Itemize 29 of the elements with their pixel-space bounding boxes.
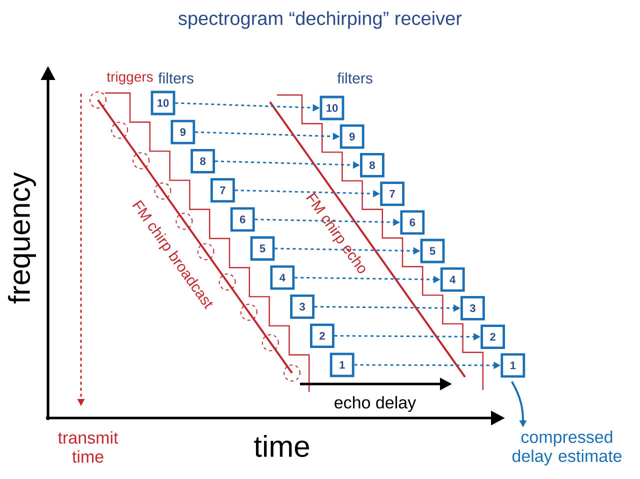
filter-box: 1 (330, 352, 354, 378)
filter-box: 8 (360, 153, 384, 178)
filter-box: 10 (320, 96, 344, 120)
axis-label: time (254, 434, 309, 457)
filter-box: 10 (150, 90, 176, 116)
filter-box: 5 (250, 236, 275, 261)
annotation-text: transmit time (58, 431, 118, 463)
filter-box: 1 (500, 353, 526, 378)
filter-box: 3 (290, 294, 314, 319)
filter-box: 9 (340, 124, 364, 149)
filter-box: 9 (170, 120, 196, 144)
filters-label: filters (158, 72, 194, 84)
filter-box: 5 (420, 238, 445, 264)
filter-box: 8 (190, 149, 215, 174)
annotation-text: triggers (106, 71, 153, 85)
axis-label: frequency (8, 172, 36, 304)
filter-box: 4 (270, 265, 295, 290)
filter-box: 2 (480, 324, 505, 349)
delay-label: echo delay (334, 396, 416, 412)
title: spectrogram “dechirping” receiver (178, 11, 462, 29)
filter-box: 4 (440, 267, 465, 292)
filter-box: 2 (310, 324, 334, 348)
filter-box: 7 (210, 178, 235, 202)
filter-box: 7 (380, 182, 404, 206)
annotation-text: compressed delay estimate (512, 430, 622, 466)
filter-box: 3 (460, 296, 485, 320)
filter-box: 6 (230, 207, 255, 232)
filters-label: filters (337, 72, 372, 84)
filter-box: 6 (400, 210, 425, 235)
